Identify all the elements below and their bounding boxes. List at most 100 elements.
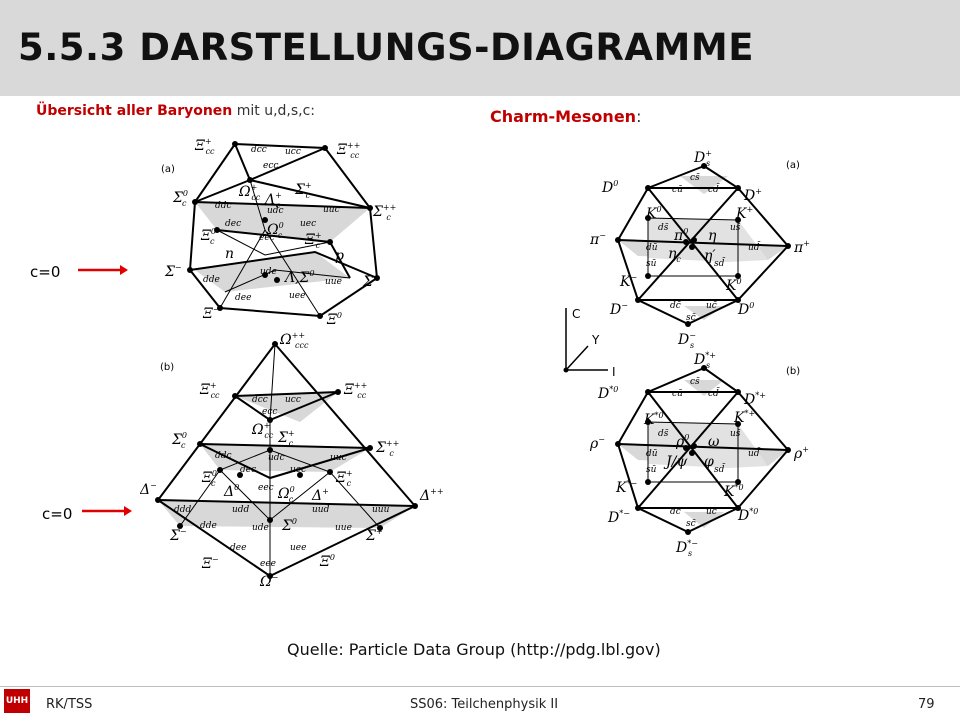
svg-text:Ξ++cc: Ξ++cc xyxy=(336,141,360,160)
svg-text:sū: sū xyxy=(646,465,657,475)
svg-text:Ξ+c: Ξ+c xyxy=(335,469,353,488)
svg-text:udd: udd xyxy=(232,505,250,515)
svg-text:udc: udc xyxy=(267,206,284,216)
svg-text:Δ0: Δ0 xyxy=(223,483,239,500)
svg-text:cd̄: cd̄ xyxy=(708,183,720,195)
svg-text:Ξ+cc: Ξ+cc xyxy=(194,137,215,156)
svg-text:D+s: D+s xyxy=(693,149,712,168)
svg-text:Ω+cc: Ω+cc xyxy=(238,183,261,202)
svg-text:η: η xyxy=(708,228,717,244)
c-zero-label-bottom: c=0 xyxy=(42,505,73,523)
svg-text:ecc: ecc xyxy=(262,407,277,417)
svg-text:eec: eec xyxy=(259,233,275,243)
slide-title: 5.5.3 DARSTELLUNGS-DIAGRAMME xyxy=(18,26,754,69)
svg-text:Ξ0c: Ξ0c xyxy=(200,227,216,246)
svg-text:ddc: ddc xyxy=(215,201,232,211)
svg-text:Δ+: Δ+ xyxy=(311,487,329,504)
svg-text:Σ0c: Σ0c xyxy=(171,431,187,450)
svg-text:Ξ−: Ξ− xyxy=(202,305,220,322)
svg-text:dcc: dcc xyxy=(251,145,267,155)
svg-text:D0: D0 xyxy=(737,301,754,318)
axis-diagram: C Y I xyxy=(563,307,616,379)
svg-text:ds̄: ds̄ xyxy=(658,429,669,439)
svg-text:uuc: uuc xyxy=(323,205,340,215)
footer-author: RK/TSS xyxy=(46,697,93,712)
svg-text:uuc: uuc xyxy=(330,453,347,463)
svg-text:Ξ0c: Ξ0c xyxy=(201,469,217,488)
meson-caption-bold: Charm-Mesonen xyxy=(490,107,637,126)
svg-text:K*0: K*0 xyxy=(723,483,744,500)
svg-text:eee: eee xyxy=(260,559,276,569)
svg-text:π−: π− xyxy=(589,231,606,248)
svg-text:uud: uud xyxy=(312,505,330,515)
axis-label-i: I xyxy=(612,365,616,379)
svg-text:D*+s: D*+s xyxy=(693,351,716,370)
svg-text:ω: ω xyxy=(708,434,720,450)
svg-text:Ξ0: Ξ0 xyxy=(319,553,335,570)
svg-text:p: p xyxy=(335,248,344,264)
svg-text:Λ+c: Λ+c xyxy=(263,191,282,210)
svg-text:π+: π+ xyxy=(793,239,810,256)
svg-text:K+: K+ xyxy=(735,205,753,222)
c-zero-label-top: c=0 xyxy=(30,263,61,281)
svg-text:φ: φ xyxy=(704,454,714,470)
svg-text:D*−: D*− xyxy=(607,509,630,526)
svg-text:D0: D0 xyxy=(601,179,618,196)
svg-text:ddd: ddd xyxy=(174,505,192,515)
svg-text:cū: cū xyxy=(672,389,683,399)
svg-text:uc̄: uc̄ xyxy=(706,507,717,517)
title-bar: 5.5.3 DARSTELLUNGS-DIAGRAMME xyxy=(0,0,960,96)
svg-text:D*0: D*0 xyxy=(737,507,758,524)
svg-text:ud̄: ud̄ xyxy=(748,447,761,459)
svg-text:Σ−: Σ− xyxy=(169,527,187,544)
svg-text:Ξ+c: Ξ+c xyxy=(304,231,322,250)
svg-text:D−s: D−s xyxy=(677,331,696,350)
svg-text:Ξ+cc: Ξ+cc xyxy=(199,381,220,400)
svg-text:us̄: us̄ xyxy=(730,223,741,233)
svg-text:Σ+c: Σ+c xyxy=(294,181,312,200)
footer-course: SS06: Teilchenphysik II xyxy=(410,697,559,712)
svg-text:Σ−: Σ− xyxy=(164,263,182,280)
panel-a-label-meson: (a) xyxy=(786,160,800,171)
svg-text:sc̄: sc̄ xyxy=(686,313,696,323)
svg-text:dde: dde xyxy=(200,521,217,531)
svg-text:Σ+: Σ+ xyxy=(365,527,383,544)
panel-b-label-baryon: (b) xyxy=(160,362,174,373)
svg-text:ρ−: ρ− xyxy=(589,435,605,452)
svg-text:dc̄: dc̄ xyxy=(670,301,681,311)
c-zero-arrow-bottom xyxy=(82,506,132,516)
svg-text:Δ−: Δ− xyxy=(140,481,157,498)
svg-text:Σ+: Σ+ xyxy=(362,273,380,290)
axis-label-y: Y xyxy=(591,333,600,347)
page-number: 79 xyxy=(918,697,935,712)
svg-text:uee: uee xyxy=(290,543,306,553)
svg-text:Σ0c: Σ0c xyxy=(172,189,188,208)
svg-text:D+: D+ xyxy=(743,187,762,204)
svg-text:dū: dū xyxy=(646,243,658,253)
svg-text:D−: D− xyxy=(609,301,628,318)
svg-text:eec: eec xyxy=(258,483,274,493)
svg-text:Σ+c: Σ+c xyxy=(277,429,295,448)
svg-text:ucc: ucc xyxy=(285,395,301,405)
svg-text:cd̄: cd̄ xyxy=(708,387,720,399)
svg-text:η′: η′ xyxy=(704,248,716,264)
svg-text:dec: dec xyxy=(225,219,241,229)
svg-text:uee: uee xyxy=(289,291,305,301)
svg-text:uec: uec xyxy=(300,219,316,229)
svg-text:sū: sū xyxy=(646,259,657,269)
svg-text:udc: udc xyxy=(268,453,285,463)
meson-caption-rest: : xyxy=(636,107,642,126)
footer: UHH RK/TSS SS06: Teilchenphysik II 79 xyxy=(0,686,960,721)
baryon-caption-bold: Übersicht aller Baryonen xyxy=(36,103,233,119)
svg-text:ds̄: ds̄ xyxy=(658,223,669,233)
source-citation: Quelle: Particle Data Group (http://pdg.… xyxy=(287,640,661,659)
svg-text:dc̄: dc̄ xyxy=(670,507,681,517)
svg-text:Ω+cc: Ω+cc xyxy=(251,421,274,440)
svg-text:ud̄: ud̄ xyxy=(748,241,761,253)
svg-text:Ω0c: Ω0c xyxy=(266,221,284,240)
svg-text:uec: uec xyxy=(290,465,306,475)
svg-text:ddc: ddc xyxy=(215,451,232,461)
